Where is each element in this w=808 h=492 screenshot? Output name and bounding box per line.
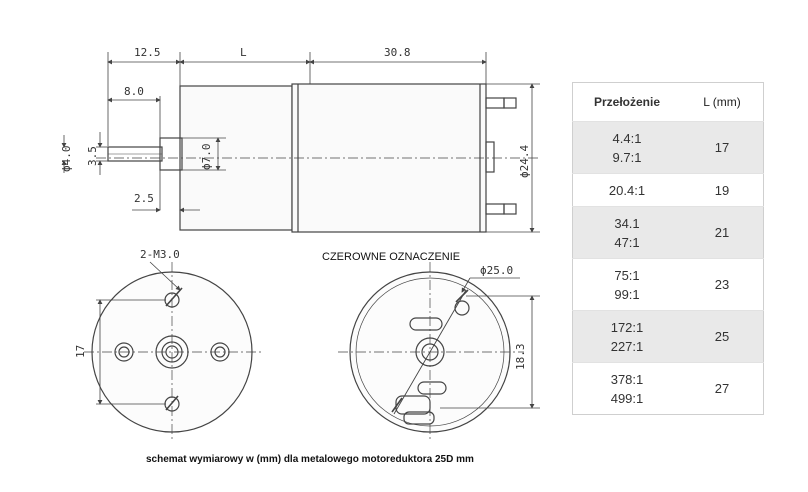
dim-collar-diameter: ϕ7.0 bbox=[200, 144, 213, 171]
dim-18-3: 18.3 bbox=[514, 344, 527, 371]
shaft-collar bbox=[159, 137, 183, 171]
dim-rear-diameter: ϕ25.0 bbox=[480, 264, 513, 277]
rivet-left bbox=[114, 342, 134, 362]
side-view-labels: 12.5 L 30.8 8.0 ϕ4.0 3.5 ϕ7.0 2.5 ϕ24.4 bbox=[60, 46, 531, 205]
terminal-tab-lower bbox=[403, 411, 435, 425]
dim-body-diameter: ϕ24.4 bbox=[518, 145, 531, 178]
red-marking-label: CZEROWNE OZNACZENIE bbox=[322, 251, 460, 263]
rear-view bbox=[338, 262, 540, 440]
dim-length-l: L bbox=[240, 46, 247, 59]
terminal-tab-upper bbox=[391, 395, 431, 415]
front-shaft bbox=[155, 335, 189, 369]
dim-17: 17 bbox=[74, 345, 87, 358]
dim-8-0: 8.0 bbox=[124, 85, 144, 98]
brush-slot-top bbox=[409, 317, 443, 331]
dim-3-5: 3.5 bbox=[86, 146, 99, 166]
table-row: 20.4:1 19 bbox=[572, 173, 764, 207]
ratio-cell: 20.4:1 bbox=[572, 173, 681, 207]
header-gear-ratio: Przełożenie bbox=[572, 82, 681, 122]
header-length: L (mm) bbox=[681, 82, 764, 122]
polarity-mark-line bbox=[393, 289, 467, 415]
side-view bbox=[61, 52, 540, 233]
length-cell: 17 bbox=[681, 121, 764, 174]
length-cell: 19 bbox=[681, 173, 764, 207]
brush-slot-bottom bbox=[417, 381, 447, 395]
dim-12-5: 12.5 bbox=[134, 46, 161, 59]
length-cell: 23 bbox=[681, 258, 764, 311]
dim-30-8: 30.8 bbox=[384, 46, 411, 59]
dim-2-5: 2.5 bbox=[134, 192, 154, 205]
length-cell: 21 bbox=[681, 206, 764, 259]
length-cell: 25 bbox=[681, 310, 764, 363]
red-mark-top bbox=[454, 300, 470, 316]
front-view bbox=[84, 261, 262, 440]
rivet-right bbox=[210, 342, 230, 362]
dim-m3-holes: 2-M3.0 bbox=[140, 248, 180, 261]
dim-shaft-diameter: ϕ4.0 bbox=[60, 146, 73, 173]
length-cell: 27 bbox=[681, 362, 764, 415]
table-header-row: Przełożenie L (mm) bbox=[572, 82, 764, 122]
motor-terminals bbox=[485, 97, 517, 215]
drawing-caption: schemat wymiarowy w (mm) dla metalowego … bbox=[146, 454, 474, 465]
